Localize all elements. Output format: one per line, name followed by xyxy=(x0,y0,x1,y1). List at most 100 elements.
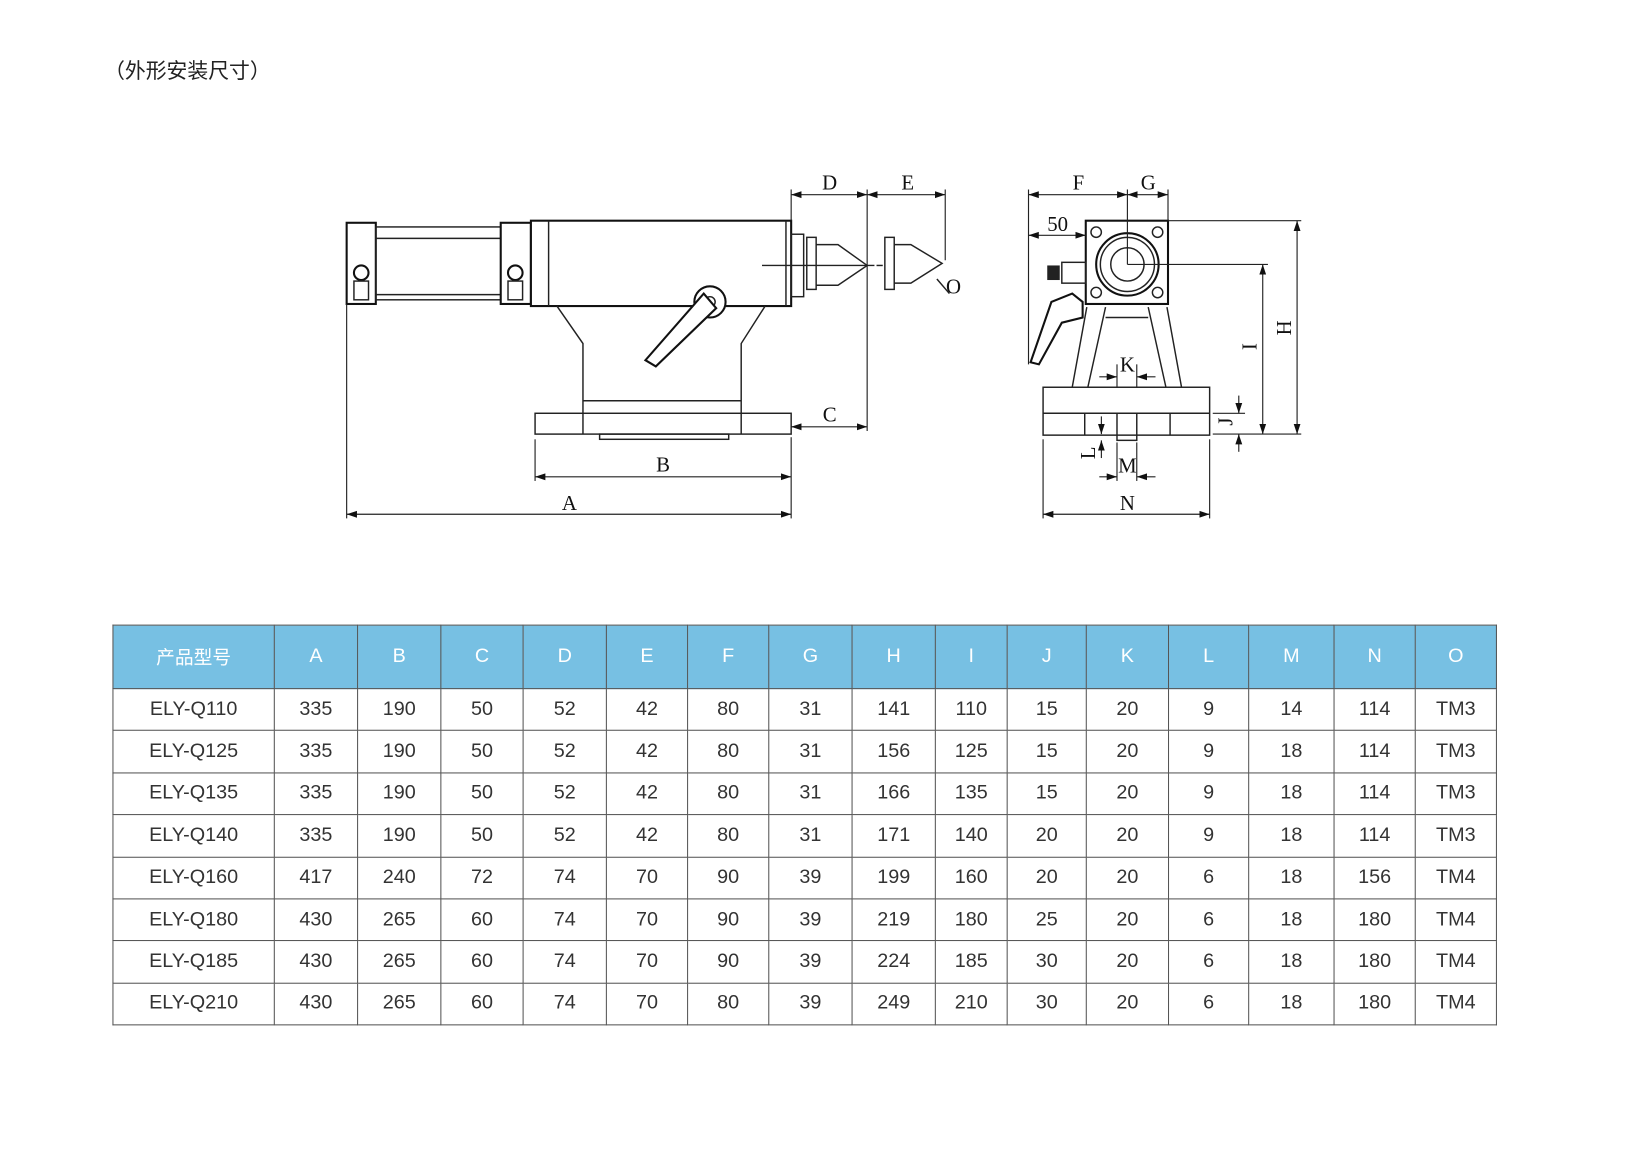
cell-n: 114 xyxy=(1333,688,1416,732)
cell-o: TM4 xyxy=(1414,940,1497,984)
column-header-h: H xyxy=(851,624,936,690)
cell-h: 166 xyxy=(851,772,936,816)
cell-d: 74 xyxy=(522,940,607,984)
cell-k: 20 xyxy=(1085,982,1170,1026)
cell-l: 6 xyxy=(1168,898,1250,942)
cell-c: 60 xyxy=(440,940,524,984)
cell-l: 9 xyxy=(1168,772,1250,816)
cell-e: 70 xyxy=(605,898,689,942)
cell-c: 60 xyxy=(440,898,524,942)
label-F: F xyxy=(1073,170,1085,194)
cell-b: 190 xyxy=(357,688,442,732)
cell-f: 90 xyxy=(687,940,770,984)
cell-g: 31 xyxy=(768,730,853,774)
cell-n: 180 xyxy=(1333,898,1416,942)
cell-f: 90 xyxy=(687,898,770,942)
cell-m: 18 xyxy=(1248,856,1335,900)
cell-a: 430 xyxy=(273,940,359,984)
cell-b: 265 xyxy=(357,898,442,942)
cell-h: 171 xyxy=(851,814,936,858)
label-K: K xyxy=(1120,353,1135,377)
column-header-f: F xyxy=(687,624,770,690)
cell-e: 70 xyxy=(605,982,689,1026)
cell-m: 18 xyxy=(1248,814,1335,858)
cell-f: 80 xyxy=(687,814,770,858)
cell-j: 25 xyxy=(1006,898,1087,942)
cell-o: TM4 xyxy=(1414,898,1497,942)
cell-m: 18 xyxy=(1248,898,1335,942)
cell-c: 72 xyxy=(440,856,524,900)
cell-i: 210 xyxy=(934,982,1008,1026)
cell-l: 6 xyxy=(1168,940,1250,984)
cell-b: 190 xyxy=(357,772,442,816)
cell-c: 60 xyxy=(440,982,524,1026)
cell-a: 335 xyxy=(273,772,359,816)
column-header-b: B xyxy=(357,624,442,690)
cell-j: 30 xyxy=(1006,940,1087,984)
cell-e: 42 xyxy=(605,730,689,774)
cell-d: 52 xyxy=(522,688,607,732)
cell-c: 50 xyxy=(440,688,524,732)
cell-model: ELY-Q160 xyxy=(112,856,275,900)
cell-o: TM3 xyxy=(1414,730,1497,774)
cell-b: 265 xyxy=(357,940,442,984)
cell-f: 80 xyxy=(687,730,770,774)
cell-j: 30 xyxy=(1006,982,1087,1026)
cell-a: 335 xyxy=(273,730,359,774)
cell-model: ELY-Q185 xyxy=(112,940,275,984)
cell-model: ELY-Q140 xyxy=(112,814,275,858)
cell-a: 417 xyxy=(273,856,359,900)
label-C: C xyxy=(823,403,837,427)
cell-model: ELY-Q135 xyxy=(112,772,275,816)
label-B: B xyxy=(656,453,670,477)
cell-n: 180 xyxy=(1333,940,1416,984)
column-header-i: I xyxy=(934,624,1008,690)
label-D: D xyxy=(822,170,837,194)
cell-e: 42 xyxy=(605,814,689,858)
cell-g: 39 xyxy=(768,982,853,1026)
cell-k: 20 xyxy=(1085,940,1170,984)
column-header-e: E xyxy=(605,624,689,690)
cell-a: 430 xyxy=(273,982,359,1026)
cell-m: 18 xyxy=(1248,982,1335,1026)
cell-c: 50 xyxy=(440,730,524,774)
column-header-model: 产品型号 xyxy=(112,624,275,690)
cell-c: 50 xyxy=(440,814,524,858)
column-header-c: C xyxy=(440,624,524,690)
cell-e: 70 xyxy=(605,856,689,900)
label-E: E xyxy=(901,170,914,194)
cell-h: 141 xyxy=(851,688,936,732)
cell-f: 90 xyxy=(687,856,770,900)
cell-a: 335 xyxy=(273,814,359,858)
cell-d: 74 xyxy=(522,898,607,942)
cell-g: 39 xyxy=(768,898,853,942)
section-title: （外形安装尺寸） xyxy=(104,58,271,84)
label-L: L xyxy=(1076,446,1100,459)
cell-n: 180 xyxy=(1333,982,1416,1026)
cell-h: 224 xyxy=(851,940,936,984)
cell-k: 20 xyxy=(1085,730,1170,774)
cell-i: 180 xyxy=(934,898,1008,942)
cell-h: 199 xyxy=(851,856,936,900)
cell-model: ELY-Q180 xyxy=(112,898,275,942)
cell-b: 190 xyxy=(357,730,442,774)
label-N: N xyxy=(1120,491,1135,515)
cell-model: ELY-Q210 xyxy=(112,982,275,1026)
cell-n: 156 xyxy=(1333,856,1416,900)
label-A: A xyxy=(562,491,577,515)
column-header-d: D xyxy=(522,624,607,690)
label-50: 50 xyxy=(1047,212,1068,236)
cell-h: 249 xyxy=(851,982,936,1026)
cell-k: 20 xyxy=(1085,688,1170,732)
cell-o: TM4 xyxy=(1414,982,1497,1026)
label-O: O xyxy=(946,275,961,299)
cell-c: 50 xyxy=(440,772,524,816)
label-I: I xyxy=(1237,343,1261,350)
cell-g: 39 xyxy=(768,940,853,984)
